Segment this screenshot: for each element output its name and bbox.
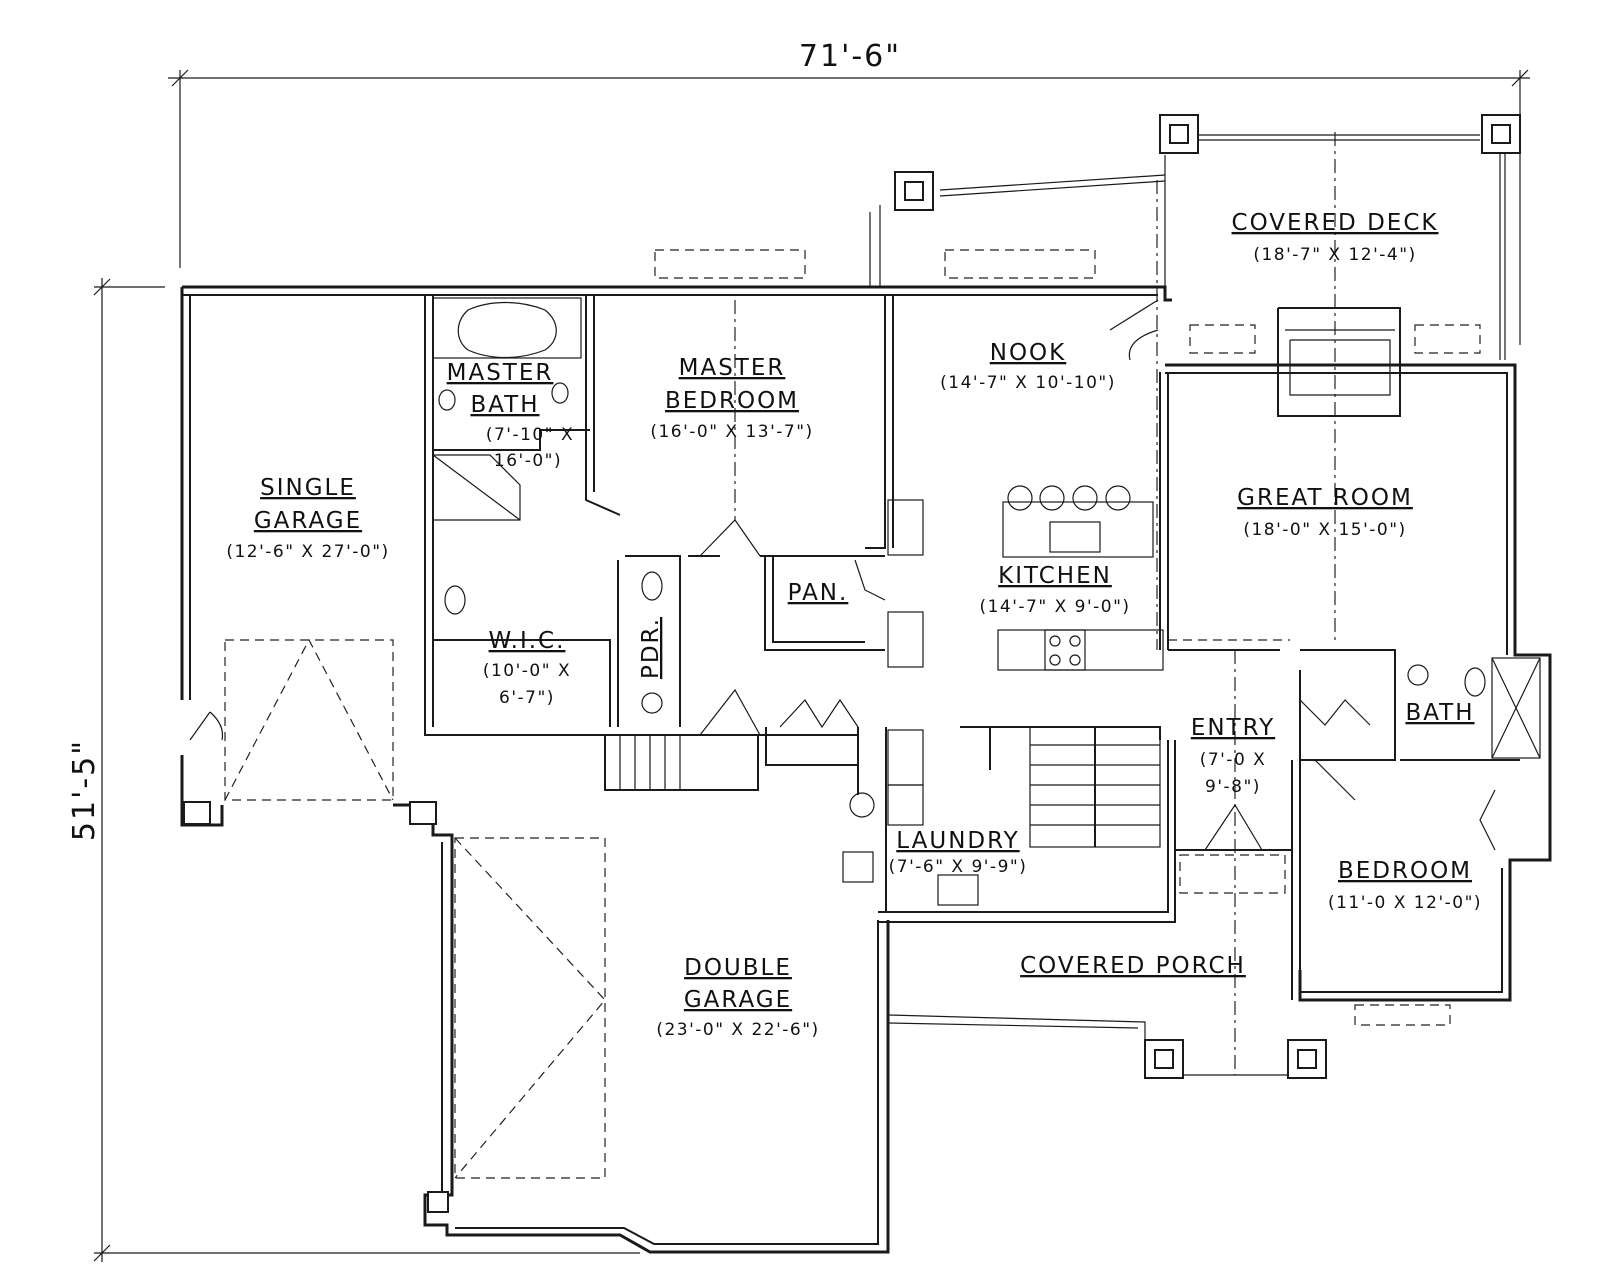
entry-size-2: 9'-8") xyxy=(1205,777,1261,797)
double-garage-size: (23'-0" X 22'-6") xyxy=(656,1020,819,1040)
posts xyxy=(183,114,1521,1213)
kitchen-name: KITCHEN xyxy=(998,563,1112,589)
master-bedroom-name-2: BEDROOM xyxy=(665,388,799,414)
master-bath-name-2: BATH xyxy=(470,392,539,418)
laundry-name: LAUNDRY xyxy=(896,828,1019,854)
exterior-walls xyxy=(180,134,1552,1254)
overall-width-label: 71'-6" xyxy=(799,39,901,74)
covered-porch-name: COVERED PORCH xyxy=(1020,953,1246,979)
entry-name: ENTRY xyxy=(1191,715,1275,741)
bedroom-name: BEDROOM xyxy=(1338,858,1472,884)
doors-and-fixtures xyxy=(189,132,1541,1179)
covered-deck-name: COVERED DECK xyxy=(1232,210,1439,236)
double-garage-name-1: DOUBLE xyxy=(684,955,792,981)
bedroom-size: (11'-0 X 12'-0") xyxy=(1328,893,1482,913)
single-garage-name-1: SINGLE xyxy=(260,475,356,501)
covered-deck-size: (18'-7" X 12'-4") xyxy=(1253,245,1416,265)
wic-size-1: (10'-0" X xyxy=(483,661,571,681)
single-garage-name-2: GARAGE xyxy=(254,508,362,534)
interior-walls xyxy=(433,295,1520,1000)
nook-name: NOOK xyxy=(990,340,1067,366)
double-garage-name-2: GARAGE xyxy=(684,987,792,1013)
kitchen-size: (14'-7" X 9'-0") xyxy=(979,597,1130,617)
single-garage-size: (12'-6" X 27'-0") xyxy=(226,542,389,562)
master-bedroom-name-1: MASTER xyxy=(679,355,786,381)
pantry-name: PAN. xyxy=(788,580,849,606)
wic-size-2: 6'-7") xyxy=(499,688,555,708)
overall-depth-label: 51'-5" xyxy=(67,739,102,841)
master-bath-size-1: (7'-10" X xyxy=(486,425,574,445)
bath-name: BATH xyxy=(1405,700,1474,726)
wic-name: W.I.C. xyxy=(489,628,566,654)
laundry-size: (7'-6" X 9'-9") xyxy=(889,857,1028,877)
master-bedroom-size: (16'-0" X 13'-7") xyxy=(650,422,813,442)
master-bath-name-1: MASTER xyxy=(447,360,554,386)
great-room-size: (18'-0" X 15'-0") xyxy=(1243,520,1406,540)
nook-size: (14'-7" X 10'-10") xyxy=(940,373,1116,393)
master-bath-size-2: 16'-0") xyxy=(494,451,562,471)
great-room-name: GREAT ROOM xyxy=(1237,485,1413,511)
entry-size-1: (7'-0 X xyxy=(1200,750,1267,770)
room-labels: COVERED DECK (18'-7" X 12'-4") NOOK (14'… xyxy=(226,210,1482,1040)
pdr-name: PDR. xyxy=(638,617,664,679)
